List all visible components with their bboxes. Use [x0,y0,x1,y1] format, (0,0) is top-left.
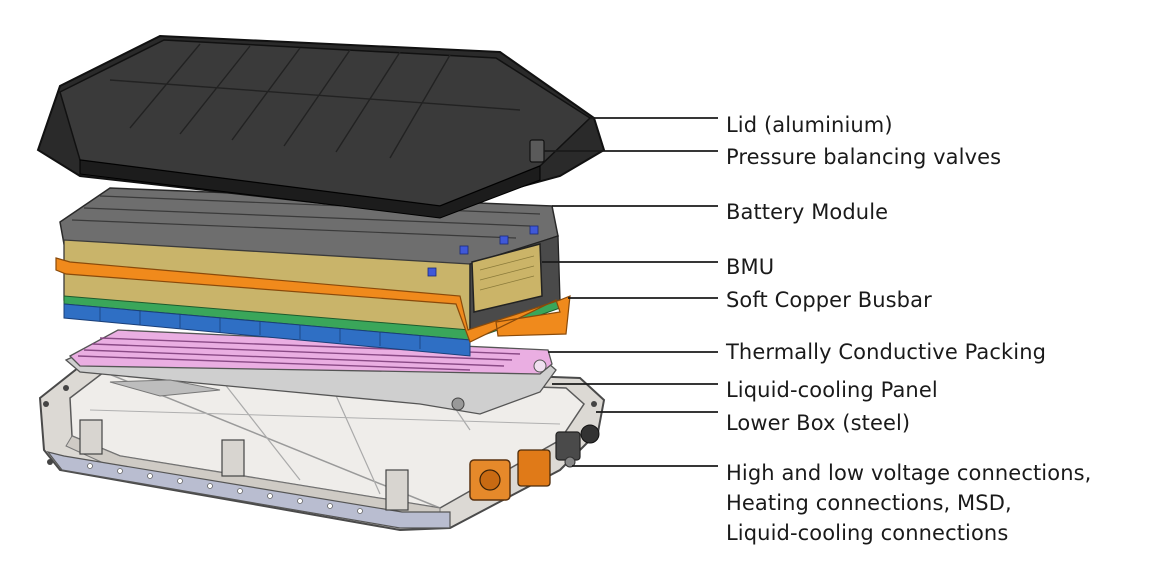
label-connections: High and low voltage connections, Heatin… [726,458,1091,548]
leader-lines [542,117,718,467]
label-connections-line-3: Liquid-cooling connections [726,521,1009,545]
connectors-cluster [469,424,600,501]
thermal-packing-component [68,329,553,375]
label-pressure-valves: Pressure balancing valves [726,145,1002,169]
label-connections-line-1: High and low voltage connections, [726,461,1092,485]
label-connections-line-2: Heating connections, MSD, [726,491,1012,515]
label-bmu: BMU [726,255,775,279]
lid-component [36,34,606,219]
label-lid: Lid (aluminium) [726,113,893,137]
label-cooling-panel: Liquid-cooling Panel [726,378,938,402]
label-lower-box: Lower Box (steel) [726,411,911,435]
label-thermal-packing: Thermally Conductive Packing [726,340,1047,364]
label-busbar: Soft Copper Busbar [726,288,932,312]
pressure-valve-icon [529,139,545,163]
label-battery-module: Battery Module [726,200,889,224]
